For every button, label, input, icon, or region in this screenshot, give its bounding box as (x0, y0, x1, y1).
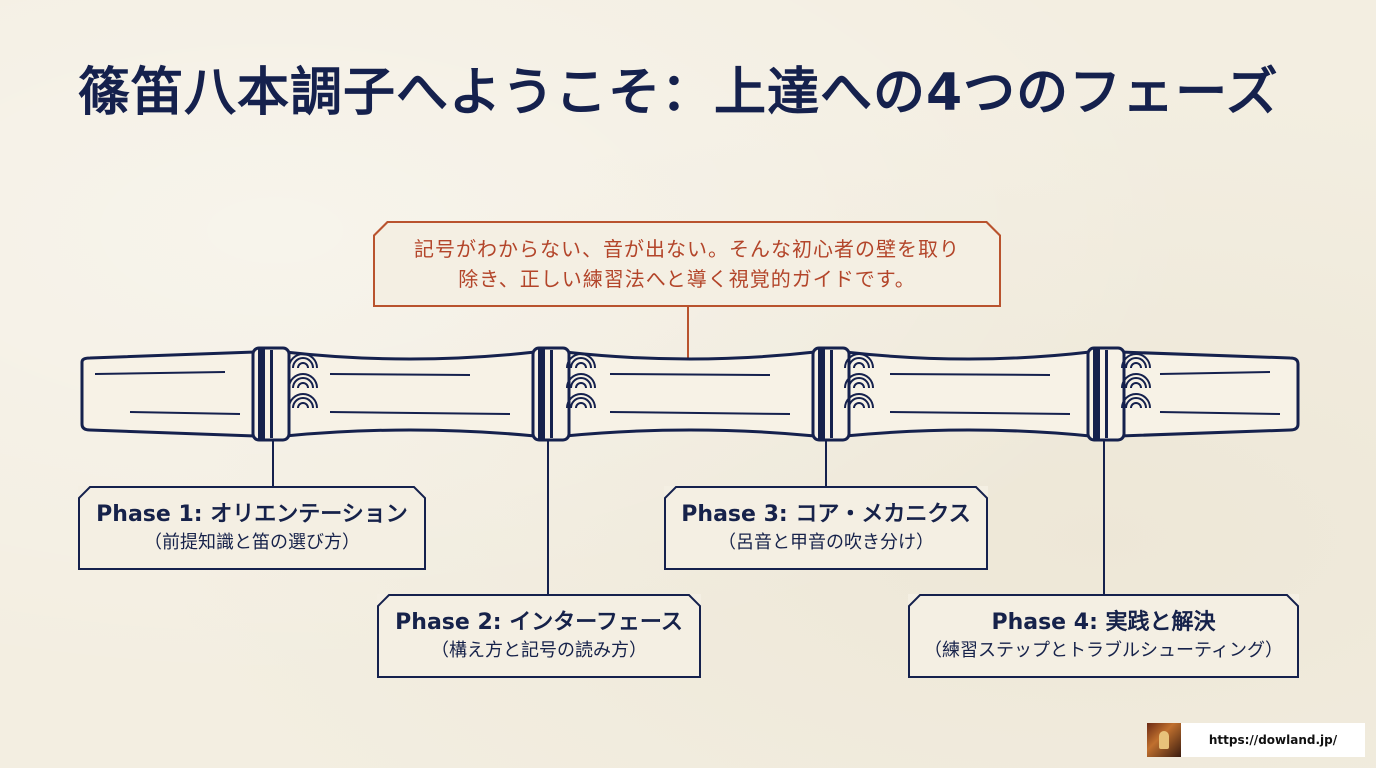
phase-1-subtitle: （前提知識と笛の選び方） (144, 532, 360, 553)
flute-node-4 (1086, 346, 1151, 442)
flute-segment-1 (80, 350, 257, 438)
intro-line-1: 記号がわからない、音が出ない。そんな初心者の壁を取り (414, 237, 960, 261)
footer-url[interactable]: https://dowland.jp/ (1208, 733, 1338, 747)
intro-line-2: 除き、正しい練習法へと導く視覚的ガイドです。 (458, 267, 916, 291)
phase-4-subtitle: （練習ステップとトラブルシューティング） (924, 640, 1283, 661)
phase-2-box: Phase 2: インターフェース （構え方と記号の読み方） (377, 594, 701, 678)
phase-4-box: Phase 4: 実践と解決 （練習ステップとトラブルシューティング） (908, 594, 1299, 678)
phase-2-subtitle: （構え方と記号の読み方） (431, 640, 647, 661)
page-title: 篠笛八本調子へようこそ：上達への4つのフェーズ (78, 63, 1279, 123)
flute-node-2 (531, 346, 596, 442)
flute-node-3 (811, 346, 874, 442)
phase-2-title: Phase 2: インターフェース (395, 610, 683, 635)
flute-segment-5 (1118, 350, 1300, 438)
flute-segment-3 (563, 350, 817, 438)
phase-1-box: Phase 1: オリエンテーション （前提知識と笛の選び方） (78, 486, 426, 570)
phase-3-subtitle: （呂音と甲音の吹き分け） (718, 532, 934, 553)
flute-segment-2 (283, 350, 537, 438)
phase-3-box: Phase 3: コア・メカニクス （呂音と甲音の吹き分け） (664, 486, 988, 570)
phase-3-title: Phase 3: コア・メカニクス (681, 502, 971, 527)
phase-4-title: Phase 4: 実践と解決 (991, 610, 1216, 635)
site-thumbnail (1147, 723, 1181, 757)
footer-badge[interactable]: https://dowland.jp/ (1147, 723, 1365, 757)
flute-node-1 (251, 346, 318, 442)
flute-highlights (94, 371, 1281, 415)
flute-segment-4 (843, 350, 1092, 438)
phase-1-title: Phase 1: オリエンテーション (96, 502, 408, 527)
intro-callout: 記号がわからない、音が出ない。そんな初心者の壁を取り 除き、正しい練習法へと導く… (373, 221, 1001, 307)
